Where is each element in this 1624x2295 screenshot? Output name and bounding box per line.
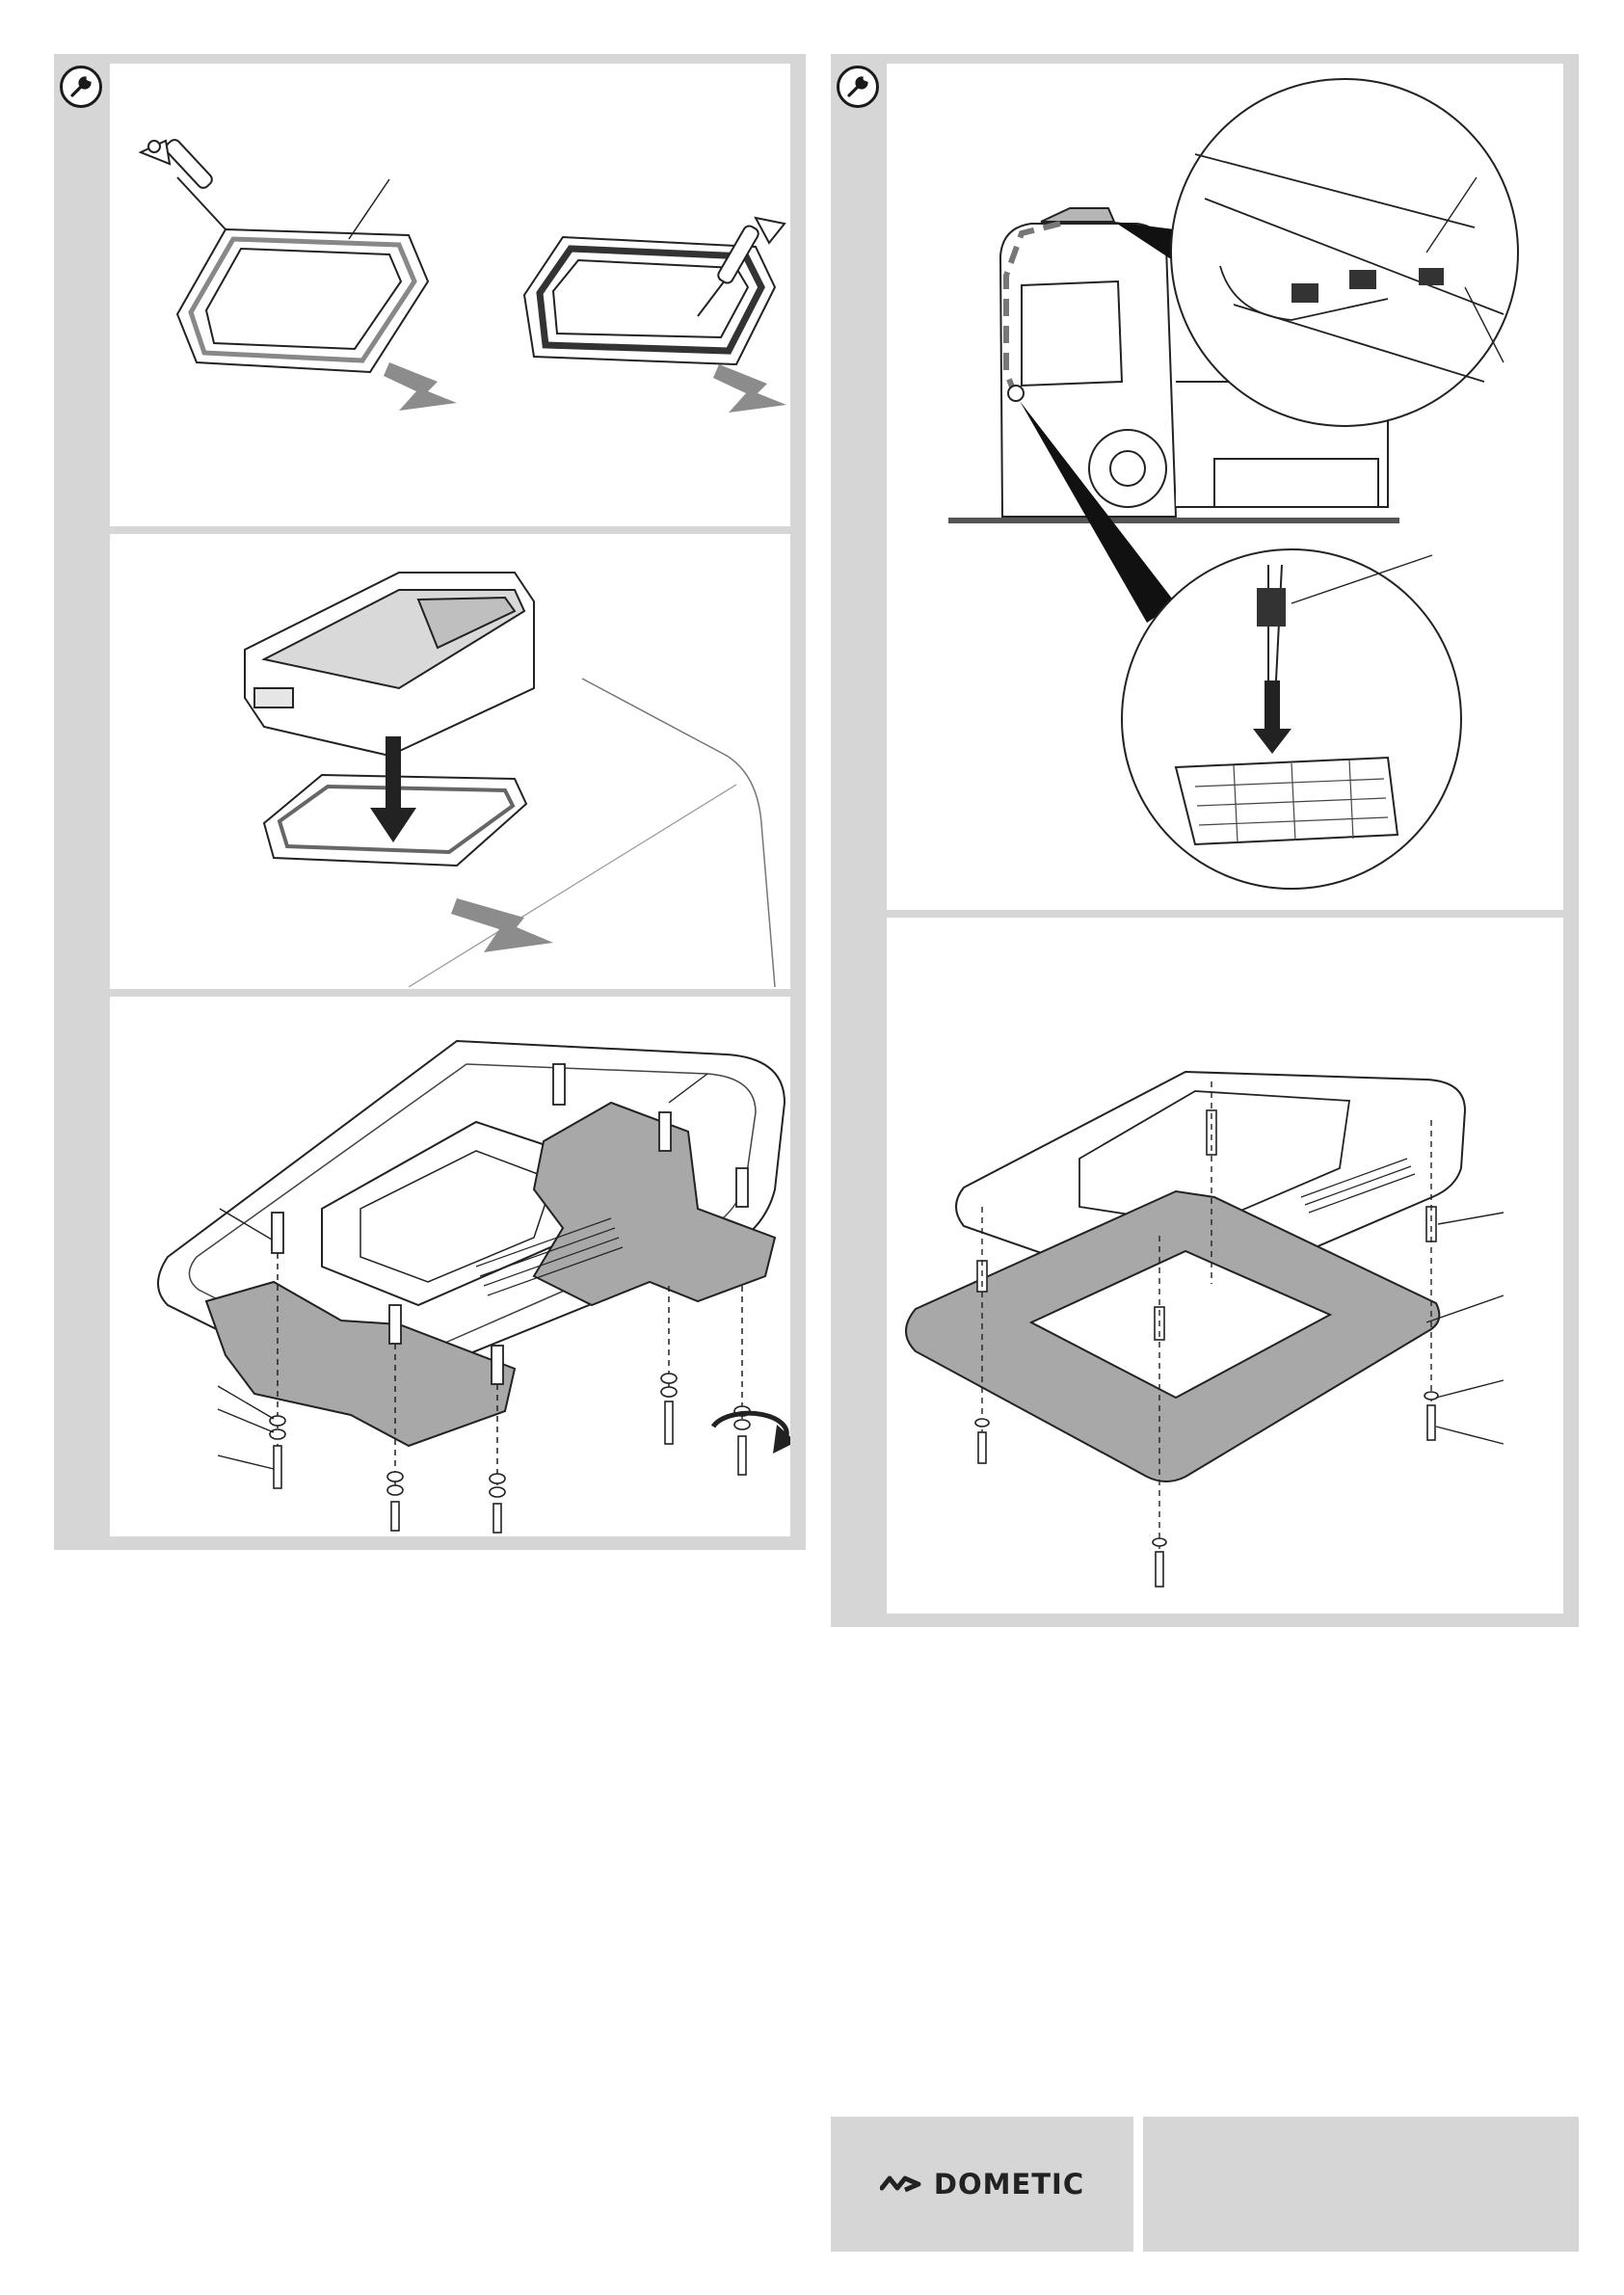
mounting-plate-illustration (110, 997, 790, 1536)
brand-logo: DOMETIC (831, 2117, 1133, 2252)
step-panel-fasten-mounting-plate (110, 997, 790, 1536)
footer-info-box (1143, 2117, 1579, 2252)
right-installation-section (831, 54, 1579, 1627)
step-panel-mount-inner-frame (887, 918, 1563, 1614)
brand-name: DOMETIC (934, 2168, 1084, 2201)
step-panel-connect-wiring (887, 64, 1563, 910)
wrench-icon (837, 66, 879, 108)
step-panel-apply-sealant (110, 64, 790, 526)
sealant-application-illustration (110, 64, 790, 526)
left-installation-section (54, 54, 806, 1550)
wrench-icon (60, 66, 102, 108)
unit-placement-illustration (110, 534, 790, 989)
dometic-chevron-logo-icon (880, 2173, 924, 2196)
inner-frame-illustration (887, 918, 1563, 1614)
brand-footer-box: DOMETIC (831, 2117, 1133, 2252)
step-panel-place-unit (110, 534, 790, 989)
truck-wiring-illustration (887, 64, 1563, 910)
